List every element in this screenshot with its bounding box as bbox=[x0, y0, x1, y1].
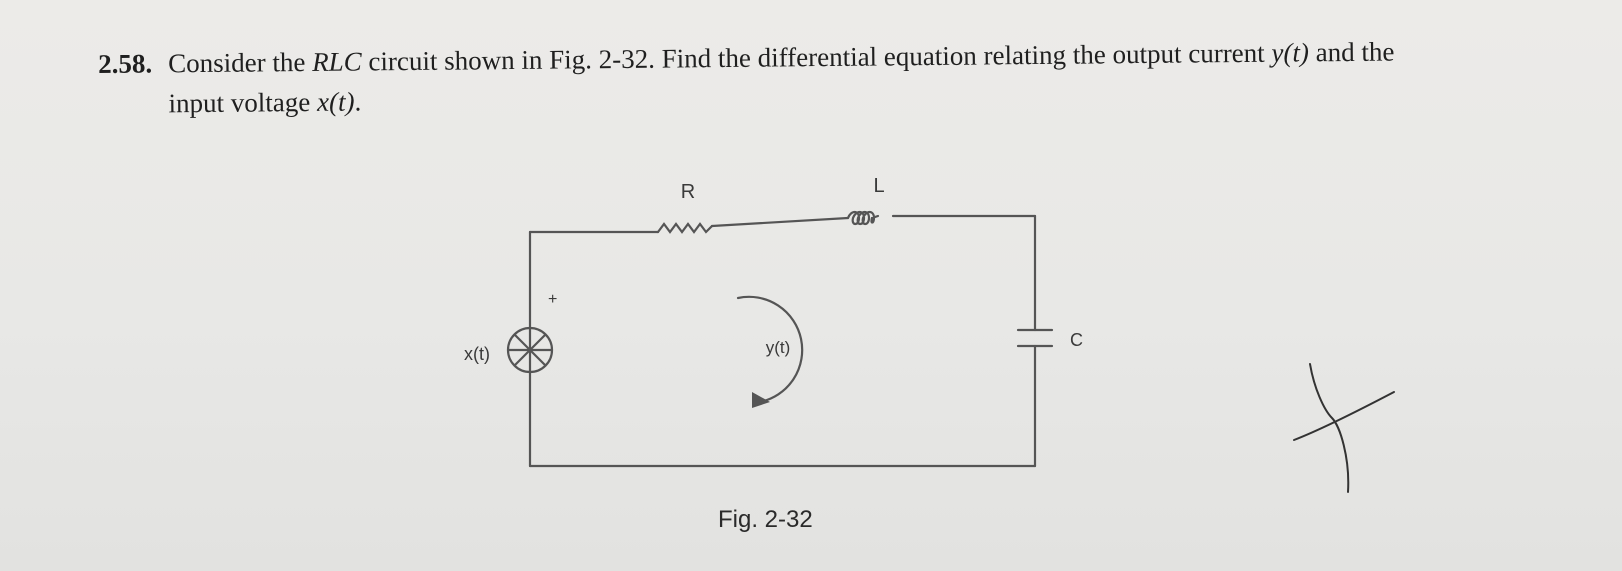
figure-caption: Fig. 2-32 bbox=[718, 506, 813, 533]
rlc-circuit-diagram: R L C x(t) + y(t) bbox=[464, 175, 1083, 468]
label-source: x(t) bbox=[464, 344, 490, 364]
label-c: C bbox=[1070, 330, 1083, 350]
rlc-term: RLC bbox=[312, 46, 362, 77]
problem-number: 2.58. bbox=[98, 48, 153, 79]
wire-top-middle bbox=[710, 216, 850, 228]
label-r: R bbox=[681, 181, 695, 203]
resistor bbox=[656, 222, 714, 234]
label-plus: + bbox=[548, 291, 557, 308]
label-l: L bbox=[873, 175, 884, 197]
text-and-the: and the bbox=[1308, 36, 1395, 68]
label-current: y(t) bbox=[766, 338, 791, 357]
line2-suffix: . bbox=[354, 86, 362, 117]
line2-prefix: input voltage bbox=[168, 86, 318, 119]
current-loop-arrow bbox=[736, 295, 804, 404]
output-symbol: y(t) bbox=[1271, 37, 1310, 68]
problem-statement: 2.58. Consider the RLC circuit shown in F… bbox=[98, 30, 1539, 124]
inductor bbox=[846, 210, 880, 226]
handwritten-cross-mark bbox=[1293, 363, 1395, 493]
text-before-rlc: Consider the bbox=[168, 46, 313, 79]
current-arrowhead bbox=[752, 392, 770, 408]
text-after-rlc: circuit shown in Fig. 2-32. Find the dif… bbox=[361, 37, 1272, 77]
input-symbol: x(t) bbox=[316, 86, 355, 117]
